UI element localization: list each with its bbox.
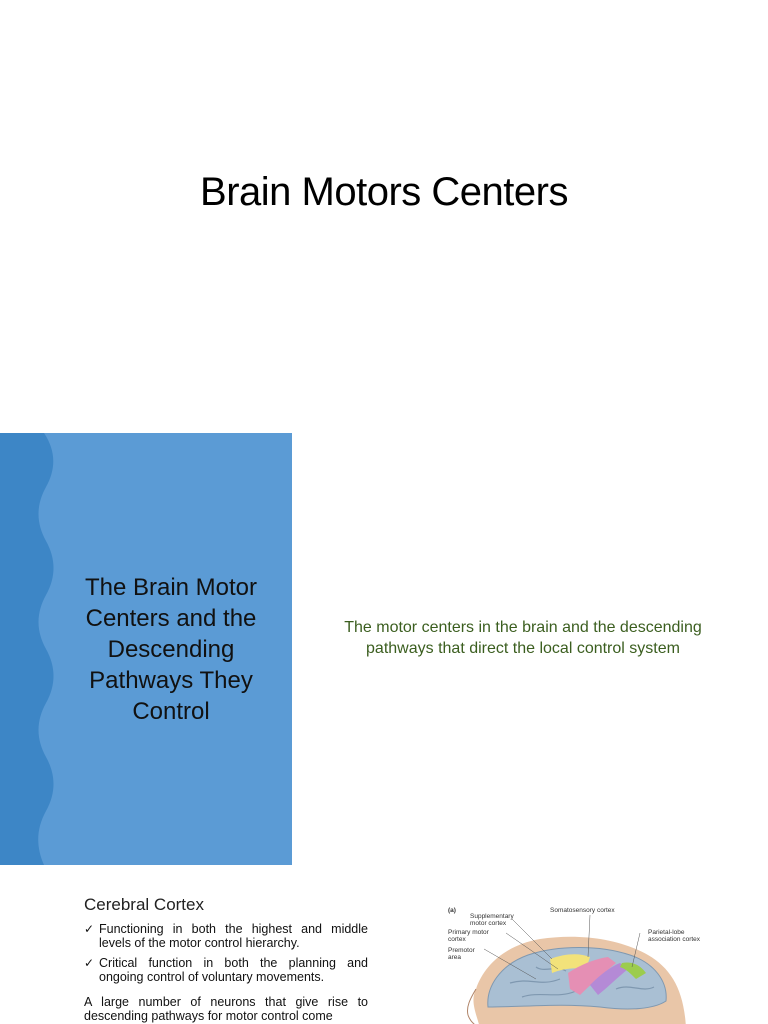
brain-illustration [467, 914, 686, 1024]
slide-body-text: The motor centers in the brain and the d… [344, 619, 702, 657]
label-somatosensory-cortex: Somatosensory cortex [550, 907, 615, 914]
body-paragraph: A large number of neurons that give rise… [84, 995, 368, 1023]
label-premotor-area: Premotor area [448, 947, 475, 961]
checkmark-icon: ✓ [84, 922, 95, 936]
content-slide: Cerebral Cortex ✓ Functioning in both th… [0, 865, 768, 1024]
panel-title: The Brain Motor Centers and the Descendi… [84, 573, 258, 725]
label-supplementary-motor-cortex: Supplementary motor cortex [470, 913, 514, 927]
wavy-panel-shape [0, 433, 292, 865]
title-slide: Brain Motors Centers [0, 0, 768, 433]
label-parietal-lobe-association-cortex: Parietal-lobe association cortex [648, 929, 701, 943]
figure-panel-label: (a) [448, 907, 456, 914]
brain-motor-areas-figure: (a) Supplementary motor cortex Somatosen… [440, 903, 730, 1024]
bullet-text: Functioning in both the highest and midd… [99, 922, 368, 950]
section-slide: The Brain Motor Centers and the Descendi… [0, 433, 768, 865]
bullet-text: Critical function in both the planning a… [99, 956, 368, 984]
bullet-item: ✓ Critical function in both the planning… [84, 956, 368, 984]
blue-side-panel: The Brain Motor Centers and the Descendi… [0, 433, 292, 865]
label-primary-motor-cortex: Primary motor cortex [448, 929, 489, 943]
bullet-item: ✓ Functioning in both the highest and mi… [84, 922, 368, 950]
checkmark-icon: ✓ [84, 956, 95, 970]
bullet-list: ✓ Functioning in both the highest and mi… [84, 922, 368, 991]
section-heading: Cerebral Cortex [84, 895, 204, 914]
slide-title: Brain Motors Centers [200, 170, 568, 214]
